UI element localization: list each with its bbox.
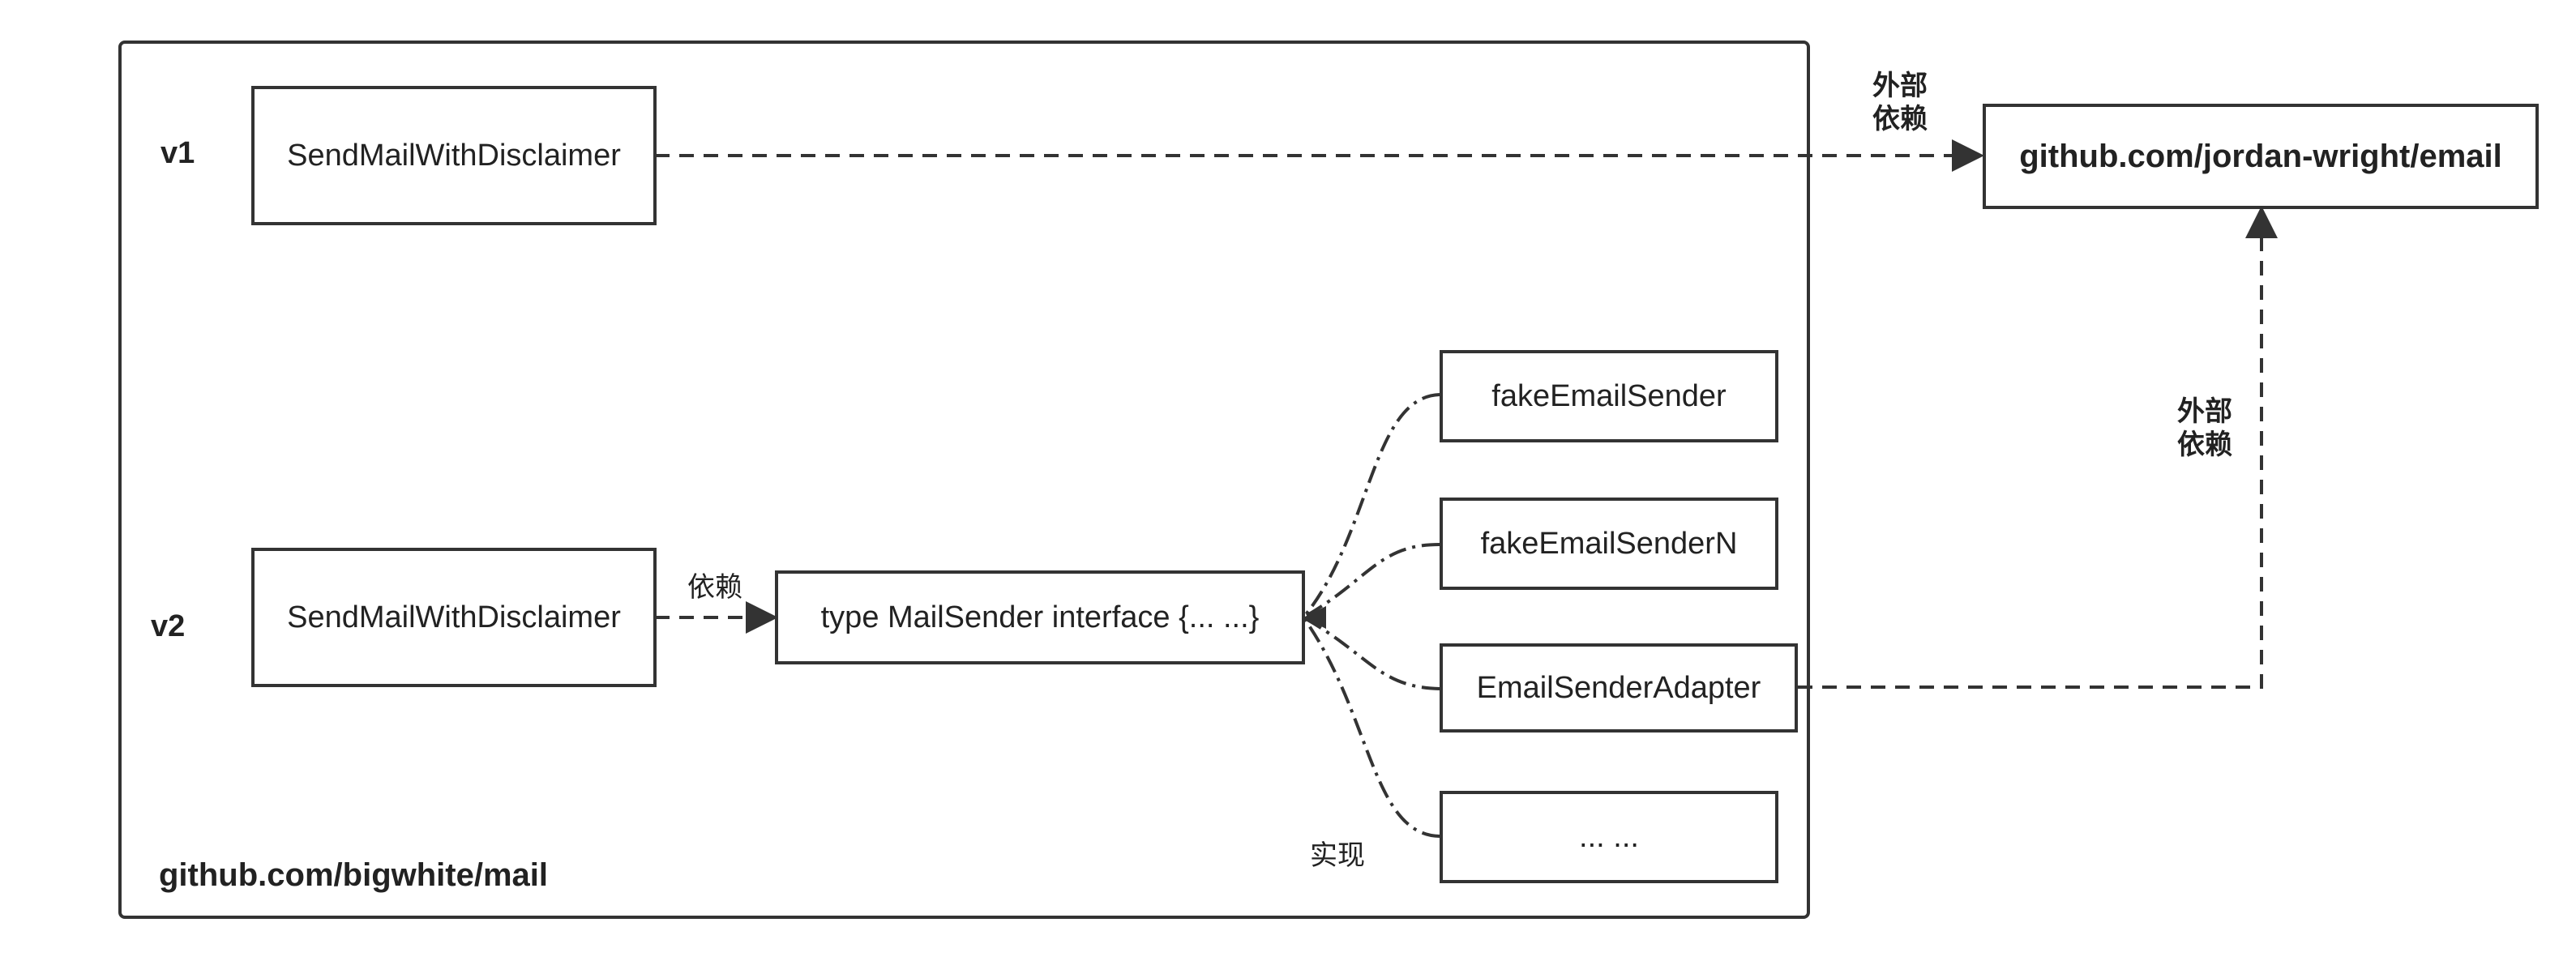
impl-curve-fake-email-sender (1302, 393, 1440, 619)
impl-label-fake-email-sender: fakeEmailSender (1491, 378, 1727, 413)
mail-sender-interface-label: type MailSender interface {... ...} (820, 600, 1260, 634)
external-dependency-label-top: 外部 依赖 (1872, 70, 1928, 136)
version-label-v1: v1 (160, 136, 195, 170)
impl-box-fake-email-sender: fakeEmailSender (1440, 350, 1778, 442)
external-package-label: github.com/jordan-wright/email (2019, 138, 2502, 174)
implements-label: 实现 (1310, 840, 1365, 871)
adapter-external-dependency-arrow (1798, 206, 2278, 689)
impl-label-ellipsis: ... ... (1579, 819, 1639, 854)
implements-arrowhead (1303, 606, 1326, 629)
v2-send-mail-box: SendMailWithDisclaimer (251, 548, 657, 687)
impl-label-email-sender-adapter: EmailSenderAdapter (1476, 670, 1761, 705)
impl-curve-email-sender-adapter (1303, 616, 1440, 690)
mail-sender-interface-box: type MailSender interface {... ...} (775, 570, 1305, 664)
v1-send-mail-box: SendMailWithDisclaimer (251, 86, 657, 225)
external-dependency-label-side-line1: 外部 (2177, 396, 2232, 427)
impl-label-fake-email-sender-n: fakeEmailSenderN (1480, 526, 1738, 561)
external-package-box: github.com/jordan-wright/email (1983, 104, 2539, 209)
external-dependency-label-side: 外部 依赖 (2177, 395, 2232, 462)
v1-send-mail-label: SendMailWithDisclaimer (287, 138, 621, 173)
dependency-label: 依赖 (687, 572, 742, 603)
impl-curve-fake-email-sender-n (1303, 543, 1440, 619)
impl-box-email-sender-adapter: EmailSenderAdapter (1440, 643, 1798, 732)
external-dependency-label-top-line1: 外部 (1872, 70, 1928, 101)
v2-send-mail-label: SendMailWithDisclaimer (287, 600, 621, 634)
version-label-v2: v2 (151, 609, 186, 643)
impl-box-fake-email-sender-n: fakeEmailSenderN (1440, 498, 1778, 590)
external-dependency-label-side-line2: 依赖 (2177, 429, 2232, 460)
impl-box-ellipsis: ... ... (1440, 791, 1778, 883)
impl-curve-ellipsis (1302, 616, 1440, 838)
package-label: github.com/bigwhite/mail (159, 857, 548, 893)
external-dependency-label-top-line2: 依赖 (1872, 103, 1928, 135)
package-container (118, 41, 1810, 919)
